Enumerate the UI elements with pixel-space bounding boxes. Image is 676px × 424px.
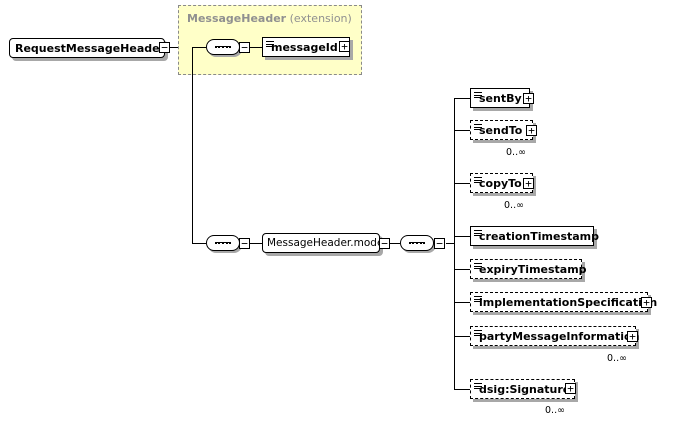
element-node-creationtimestamp[interactable]: creationTimestamp bbox=[470, 226, 599, 246]
connector bbox=[390, 243, 400, 244]
sequence-icon bbox=[215, 46, 231, 50]
expand-icon[interactable]: + bbox=[627, 331, 638, 342]
model-group-label: MessageHeader.model bbox=[267, 237, 387, 249]
cardinality-label: 0..∞ bbox=[607, 353, 627, 364]
connector bbox=[454, 389, 470, 390]
documentation-icon bbox=[474, 263, 482, 270]
cardinality-label: 0..∞ bbox=[545, 405, 565, 416]
collapse-icon[interactable]: − bbox=[434, 238, 445, 249]
connector bbox=[192, 47, 206, 48]
element-node-expirytimestamp[interactable]: expiryTimestamp bbox=[470, 259, 587, 279]
collapse-icon[interactable]: − bbox=[239, 42, 250, 53]
element-node-dsig-signature[interactable]: dsig:Signature bbox=[470, 379, 575, 399]
documentation-icon bbox=[474, 230, 482, 237]
expand-icon[interactable]: + bbox=[565, 383, 576, 394]
element-node-implementationspecification[interactable]: implementationSpecification bbox=[470, 292, 657, 312]
collapse-icon[interactable]: − bbox=[239, 238, 250, 249]
element-label: sendTo bbox=[479, 123, 523, 137]
extension-note: (extension) bbox=[289, 12, 352, 25]
sequence-compositor[interactable] bbox=[400, 235, 434, 251]
expand-icon[interactable]: + bbox=[523, 178, 534, 189]
connector bbox=[250, 47, 262, 48]
element-label: creationTimestamp bbox=[479, 229, 600, 243]
sequence-compositor[interactable] bbox=[206, 235, 240, 251]
collapse-icon[interactable]: − bbox=[379, 238, 390, 249]
extension-name: MessageHeader bbox=[187, 12, 287, 25]
connector bbox=[454, 302, 470, 303]
element-node-partymessageinformation[interactable]: partyMessageInformation bbox=[470, 326, 640, 346]
element-node-sentby[interactable]: sentBy bbox=[470, 88, 530, 108]
sequence-compositor[interactable] bbox=[206, 39, 240, 55]
collapse-icon[interactable]: − bbox=[159, 42, 170, 53]
documentation-icon bbox=[266, 41, 274, 48]
expand-icon[interactable]: + bbox=[641, 297, 652, 308]
model-group-node[interactable]: MessageHeader.model bbox=[262, 233, 386, 253]
sequence-icon bbox=[215, 242, 231, 246]
cardinality-label: 0..∞ bbox=[504, 200, 524, 211]
connector bbox=[170, 47, 178, 48]
connector bbox=[192, 47, 193, 243]
connector bbox=[454, 269, 470, 270]
root-element-node[interactable]: RequestMessageHeader bbox=[9, 38, 165, 58]
element-label: sentBy bbox=[479, 91, 522, 105]
documentation-icon bbox=[474, 296, 482, 303]
connector bbox=[454, 98, 470, 99]
element-label: copyTo bbox=[479, 176, 522, 190]
cardinality-label: 0..∞ bbox=[506, 147, 526, 158]
element-label: dsig:Signature bbox=[479, 382, 571, 396]
extension-title: MessageHeader (extension) bbox=[187, 12, 352, 25]
expand-icon[interactable]: + bbox=[526, 125, 537, 136]
connector bbox=[454, 183, 470, 184]
element-node-sendto[interactable]: sendTo bbox=[470, 120, 533, 140]
connector bbox=[454, 336, 470, 337]
element-label: partyMessageInformation bbox=[479, 329, 640, 343]
documentation-icon bbox=[474, 124, 482, 131]
sequence-icon bbox=[409, 242, 425, 246]
connector bbox=[454, 236, 470, 237]
expand-icon[interactable]: + bbox=[339, 41, 350, 52]
connector bbox=[192, 243, 206, 244]
documentation-icon bbox=[474, 330, 482, 337]
element-label: expiryTimestamp bbox=[479, 262, 587, 276]
documentation-icon bbox=[474, 92, 482, 99]
documentation-icon bbox=[474, 383, 482, 390]
element-label: implementationSpecification bbox=[479, 295, 658, 309]
root-element-label: RequestMessageHeader bbox=[15, 41, 166, 55]
expand-icon[interactable]: + bbox=[523, 93, 534, 104]
connector bbox=[454, 130, 470, 131]
element-label: messageId bbox=[271, 40, 338, 54]
element-node-messageid[interactable]: messageId bbox=[262, 37, 350, 57]
connector bbox=[250, 243, 262, 244]
documentation-icon bbox=[474, 177, 482, 184]
connector bbox=[446, 243, 455, 244]
